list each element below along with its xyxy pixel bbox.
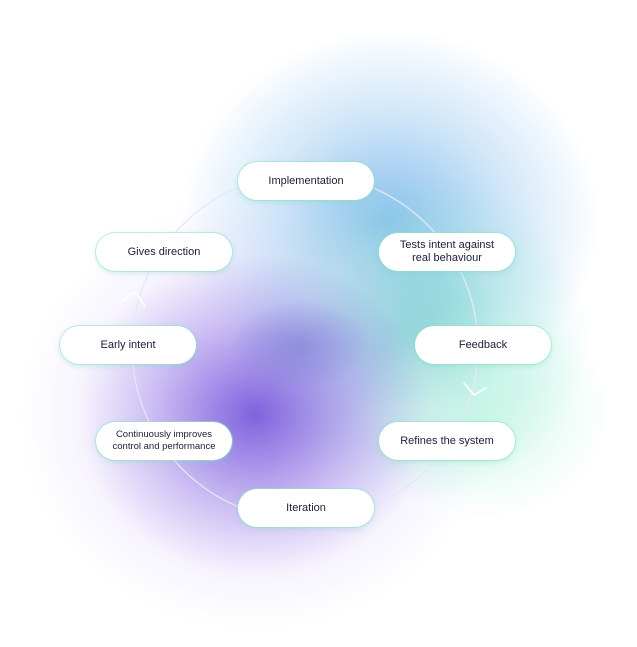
node-label: Tests intent against real behaviour: [399, 239, 495, 264]
node-label: Gives direction: [127, 245, 201, 258]
node-label: Refines the system: [400, 434, 494, 447]
node-iteration: Iteration: [238, 489, 374, 527]
node-implementation: Implementation: [238, 162, 374, 200]
node-feedback: Feedback: [415, 326, 551, 364]
node-tests-intent: Tests intent against real behaviour: [379, 233, 515, 271]
node-early-intent: Early intent: [60, 326, 196, 364]
arrow-right-icon: [463, 382, 487, 396]
node-refines-system: Refines the system: [379, 422, 515, 460]
node-gives-direction: Gives direction: [96, 233, 232, 271]
node-label: Early intent: [100, 338, 156, 351]
node-label: Iteration: [286, 501, 326, 514]
node-label: Continuously improves control and perfor…: [112, 429, 216, 452]
arrow-left-icon: [123, 291, 146, 307]
node-label: Feedback: [458, 338, 508, 351]
node-continuously-improves: Continuously improves control and perfor…: [96, 422, 232, 460]
node-label: Implementation: [268, 174, 344, 187]
